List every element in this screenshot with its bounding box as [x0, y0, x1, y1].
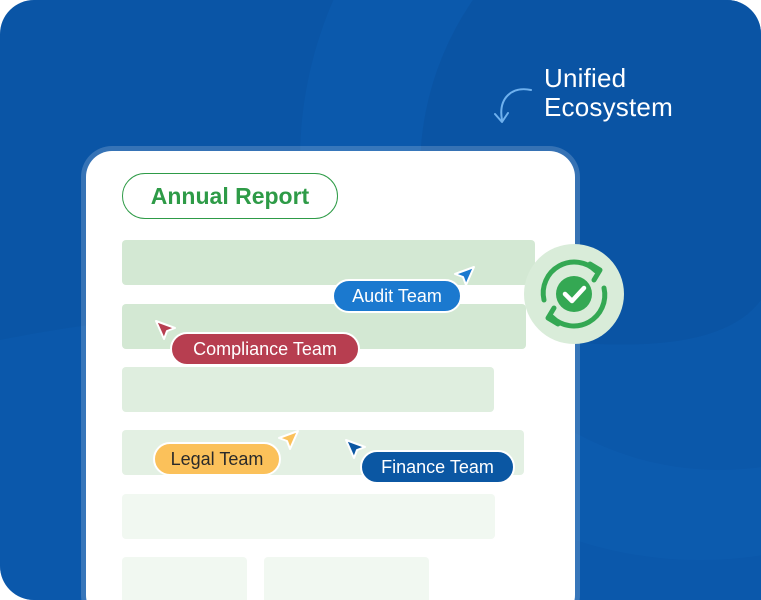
compliance-team-tag: Compliance Team — [170, 332, 360, 366]
legal-team-tag: Legal Team — [153, 442, 281, 476]
cursor-arrow-icon — [278, 430, 299, 450]
sync-badge — [524, 244, 624, 344]
sync-check-icon — [540, 259, 608, 329]
document-title: Annual Report — [122, 173, 338, 219]
audit-team-tag: Audit Team — [332, 279, 462, 313]
content-line — [122, 367, 494, 412]
cursor-arrow-icon — [345, 439, 366, 459]
tagline-line-1: Unified — [544, 63, 627, 93]
curved-arrow-icon — [494, 88, 532, 123]
cursor-arrow-icon — [155, 320, 176, 340]
content-block — [264, 557, 429, 600]
report-document: Annual Report — [86, 151, 575, 600]
finance-team-tag: Finance Team — [360, 450, 515, 484]
content-line — [122, 494, 495, 539]
tagline-line-2: Ecosystem — [544, 92, 673, 122]
tagline: Unified Ecosystem — [544, 64, 673, 122]
content-block — [122, 557, 247, 600]
cursor-arrow-icon — [454, 266, 475, 286]
